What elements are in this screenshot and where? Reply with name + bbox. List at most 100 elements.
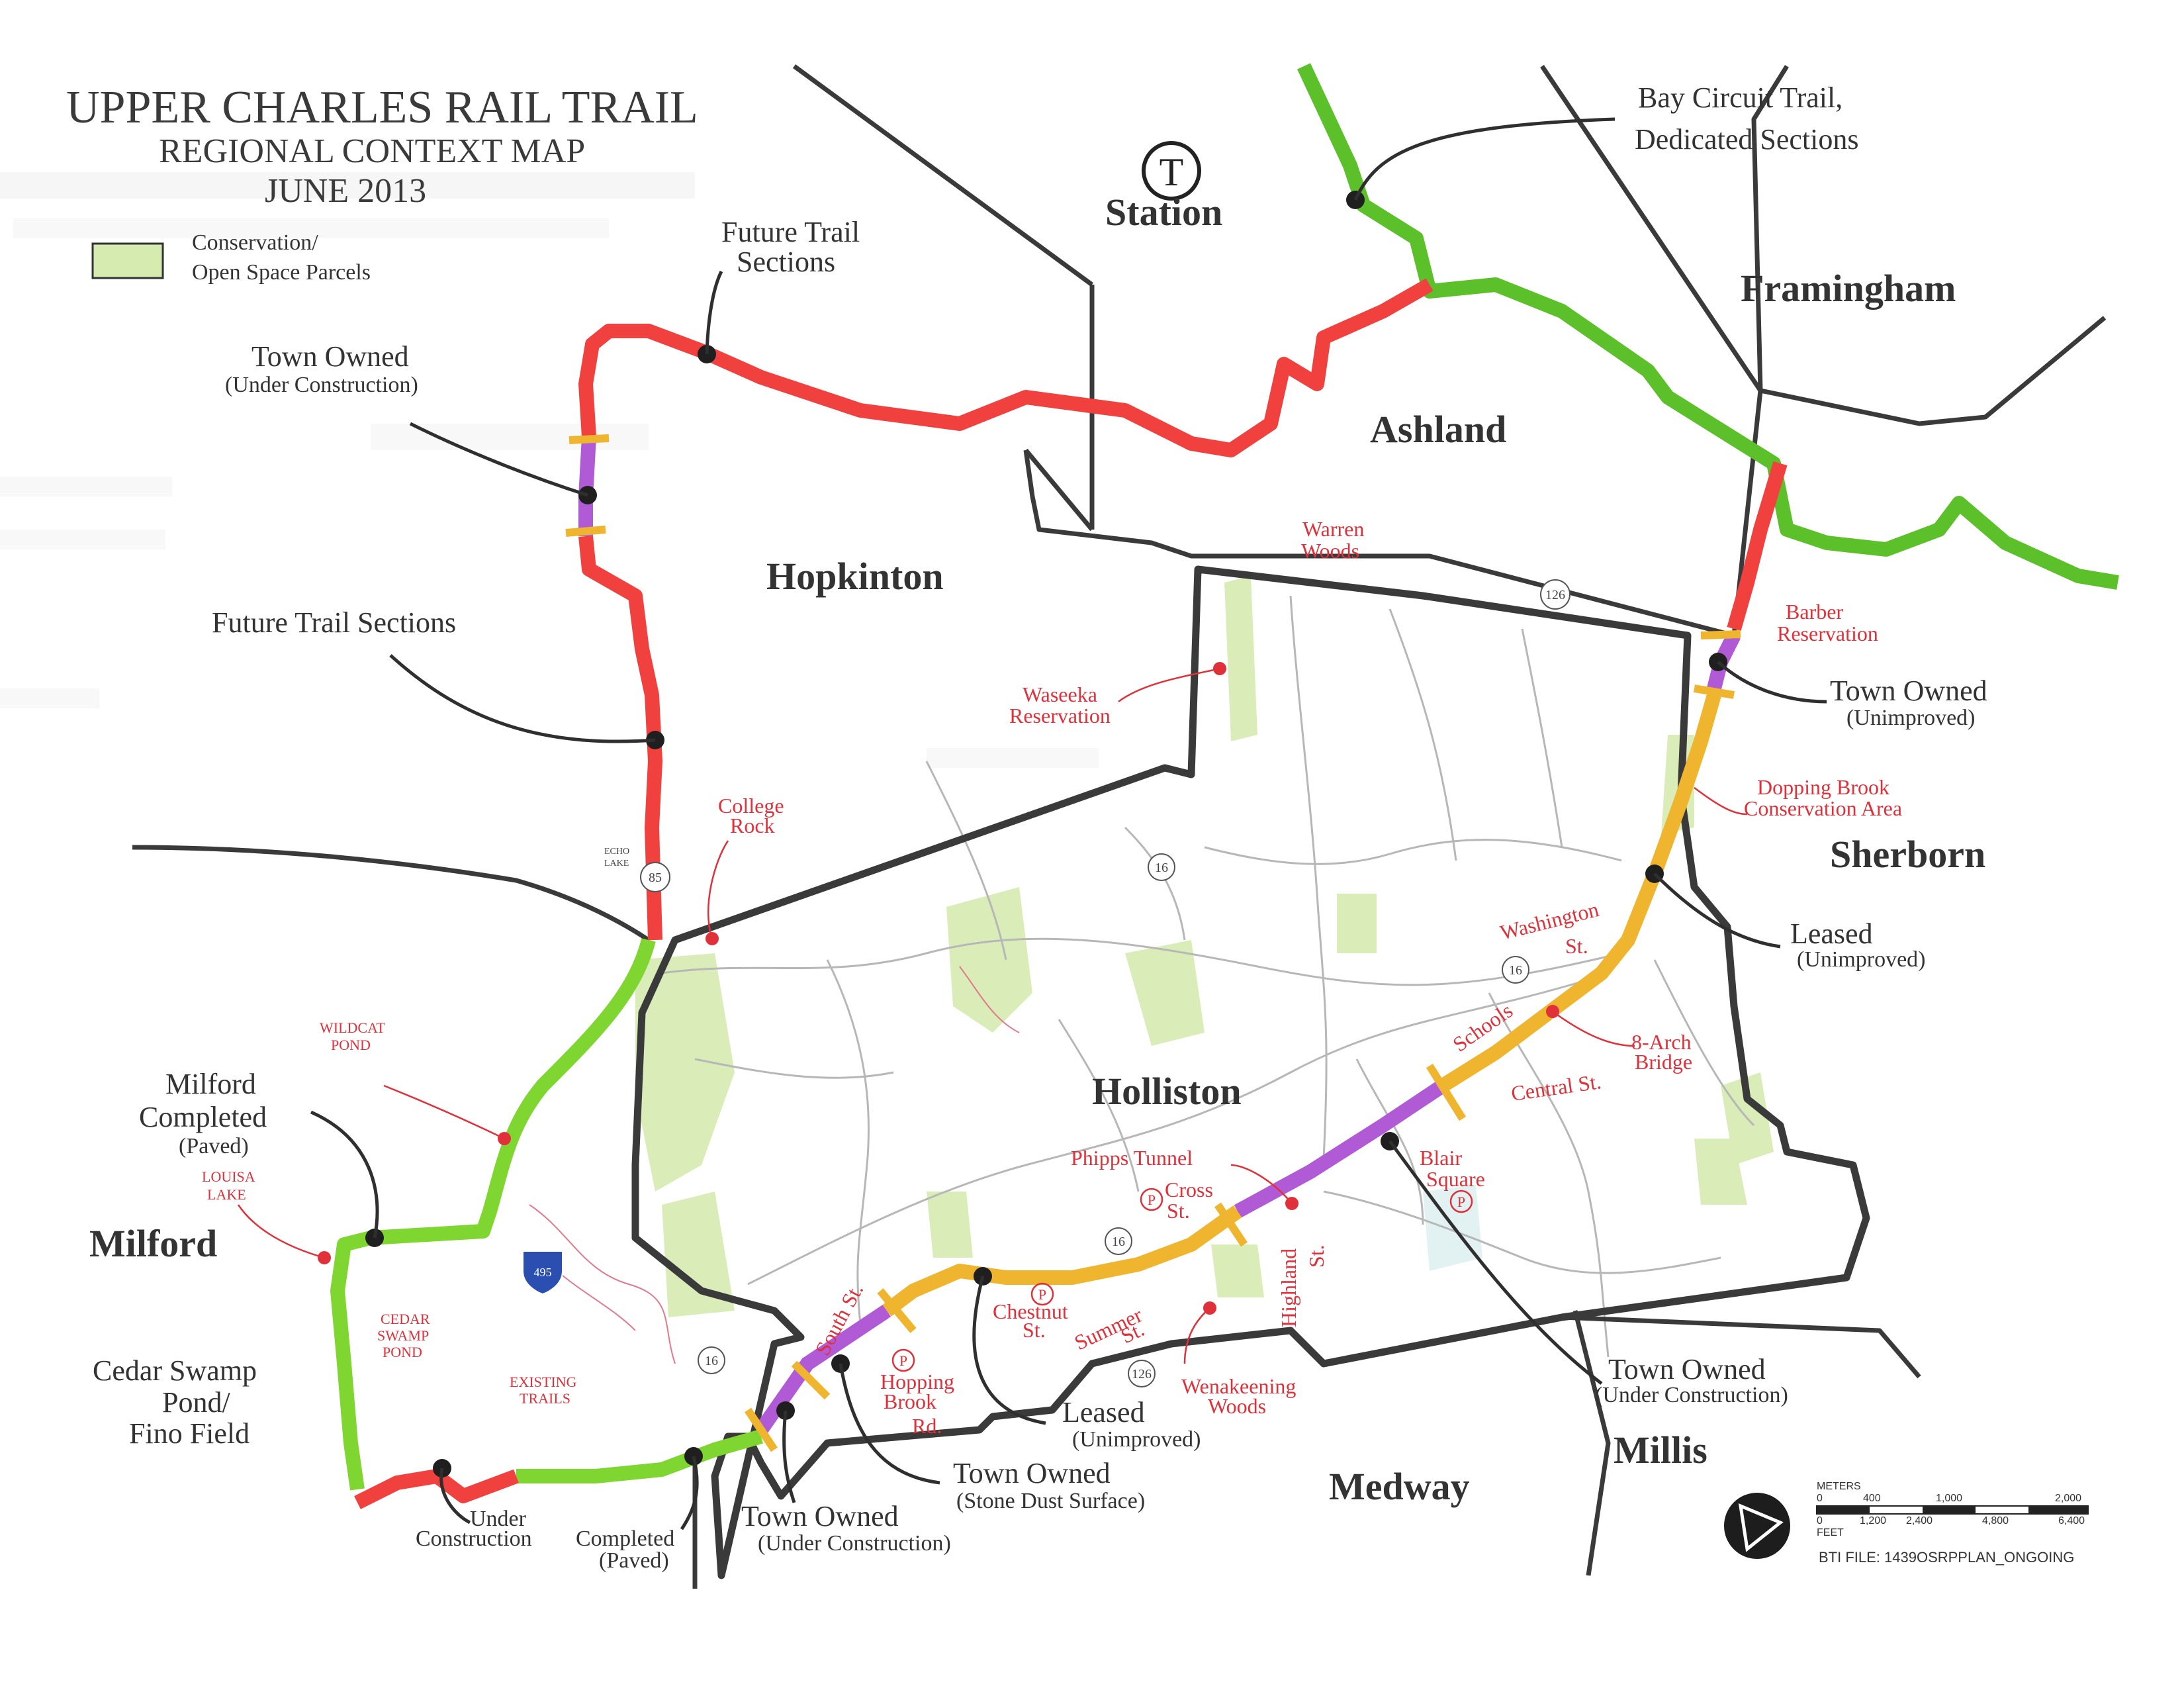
town-owned-stone-label: Town Owned [953,1457,1111,1489]
scale-feet-tick-0: 0 [1817,1515,1823,1526]
town-owned-uc-top-sub: (Under Construction) [225,373,418,397]
segment-ticks [565,434,1741,1452]
t-station-label: Station [1105,191,1222,234]
cross-st-1: Cross [1165,1178,1213,1201]
wenakeening-2: Woods [1208,1394,1266,1418]
under-construction-1: Under [470,1507,527,1531]
route-16-c: 16 [1112,1235,1125,1249]
chestnut-st-2: St. [1023,1318,1046,1342]
legend: Conservation/ Open Space Parcels [91,230,371,285]
eight-arch-2: Bridge [1635,1050,1692,1074]
waseeka-2: Reservation [1009,704,1111,727]
central-st: Central St. [1510,1069,1603,1105]
parking-icon-chestnut: P [1038,1286,1046,1303]
town-milford: Milford [89,1222,217,1265]
existing-trails-2: TRAILS [520,1390,570,1407]
cedar-swamp-label-3: Fino Field [129,1417,250,1450]
blair-square-2: Square [1426,1167,1485,1191]
washington-st-2: St. [1565,934,1588,958]
town-owned-right-label: Town Owned [1608,1353,1766,1385]
title-line-2: REGIONAL CONTEXT MAP [159,132,585,170]
legend-swatch [91,242,164,279]
route-16-a: 16 [1155,861,1168,875]
eight-arch-1: 8-Arch [1631,1030,1692,1054]
future-trail-sections-label: Future Trail Sections [212,606,456,639]
leased-bottom-sub: (Unimproved) [1072,1427,1201,1452]
blair-square-1: Blair [1420,1146,1462,1170]
cedar-swamp-pond-3: POND [383,1344,422,1360]
bti-file-label: BTI FILE: 1439OSRPPLAN_ONGOING [1819,1549,2074,1566]
highland-st-2: St. [1304,1244,1328,1268]
dopping-2: Conservation Area [1744,796,1902,820]
hopping-brook-3: Rd. [912,1414,942,1438]
future-trail-top-2: Sections [737,246,835,278]
town-owned-unimproved-label: Town Owned [1830,675,1987,707]
scale-bar: METERS 0 400 1,000 2,000 0 1,200 2,400 4… [1816,1481,2089,1538]
conservation-parcels [635,576,1774,1317]
parking-icon-hopping: P [899,1352,907,1369]
route-126-bottom: 126 [1132,1367,1152,1382]
scale-feet-tick-2: 2,400 [1906,1515,1933,1526]
bay-circuit-trail [1297,63,2119,590]
bay-circuit-label-1: Bay Circuit Trail, [1638,81,1843,114]
leased-yellow [882,692,1721,1317]
town-hopkinton: Hopkinton [766,555,944,598]
future-trail-top-1: Future Trail [721,216,860,248]
scale-feet-tick-1: 1,200 [1860,1515,1886,1526]
warren-woods-1: Warren [1302,517,1364,541]
town-medway: Medway [1329,1465,1470,1508]
ghost-background-texture [0,172,1099,768]
barber-1: Barber [1786,600,1843,624]
parking-icon-blair: P [1457,1194,1465,1210]
map-title: UPPER CHARLES RAIL TRAIL REGIONAL CONTEX… [66,82,698,210]
completed-paved-2: (Paved) [599,1548,669,1573]
echo-lake-1: ECHO [604,847,629,857]
legend-line-1: Conservation/ [192,230,318,255]
milford-completed-1: Milford [165,1068,256,1100]
existing-trails-1: EXISTING [510,1374,577,1390]
road-network [661,595,1755,1358]
parking-icon-cross: P [1148,1192,1156,1208]
college-rock-1: College [718,794,784,818]
louisa-lake-2: LAKE [207,1186,246,1203]
echo-lake-2: LAKE [604,859,629,868]
scale-meters-tick-2: 1,000 [1936,1493,1962,1504]
route-85: 85 [649,870,662,885]
town-names: Framingham Ashland Hopkinton Holliston S… [89,267,1985,1508]
leased-unimproved-sub: (Unimproved) [1797,947,1926,972]
scale-meters-tick-1: 400 [1863,1493,1881,1504]
town-owned-uc-top-label: Town Owned [251,340,409,373]
route-16-d: 16 [705,1354,718,1368]
cedar-swamp-label-1: Cedar Swamp [93,1354,257,1387]
town-ashland: Ashland [1370,408,1506,451]
scale-meters-tick-3: 2,000 [2055,1493,2081,1504]
legend-line-2: Open Space Parcels [192,260,371,285]
town-sherborn: Sherborn [1830,833,1985,876]
hopping-brook-1: Hopping [880,1370,954,1393]
town-owned-stone-sub: (Stone Dust Surface) [956,1489,1145,1513]
future-trail-red [354,278,1788,1509]
chestnut-st-1: Chestnut [993,1299,1068,1323]
milford-completed-3: (Paved) [179,1134,249,1158]
place-labels: Warren Woods Barber Reservation Waseeka … [202,517,1902,1438]
scale-meters-label: METERS [1817,1481,1861,1492]
town-millis: Millis [1614,1429,1707,1472]
town-owned-right-sub: (Under Construction) [1595,1383,1788,1407]
cedar-swamp-pond-1: CEDAR [381,1311,430,1327]
completed-paved-1: Completed [576,1526,674,1551]
leased-bottom-label: Leased [1062,1396,1145,1429]
louisa-lake-1: LOUISA [202,1168,255,1185]
scale-feet-tick-3: 4,800 [1982,1515,2009,1526]
north-arrow-icon [1724,1493,1790,1559]
under-construction-2: Construction [416,1526,532,1551]
waseeka-1: Waseeka [1023,682,1097,706]
leased-unimproved-label: Leased [1790,917,1873,950]
wildcat-pond-1: WILDCAT [320,1019,386,1036]
hopping-brook-2: Brook [884,1389,936,1413]
cedar-swamp-label-2: Pond/ [162,1386,230,1419]
milford-completed-2: Completed [139,1101,267,1133]
warren-woods-2: Woods [1301,539,1359,563]
scale-feet-tick-4: 6,400 [2058,1515,2085,1526]
title-line-1: UPPER CHARLES RAIL TRAIL [66,82,698,133]
town-boundaries [132,64,2107,1589]
